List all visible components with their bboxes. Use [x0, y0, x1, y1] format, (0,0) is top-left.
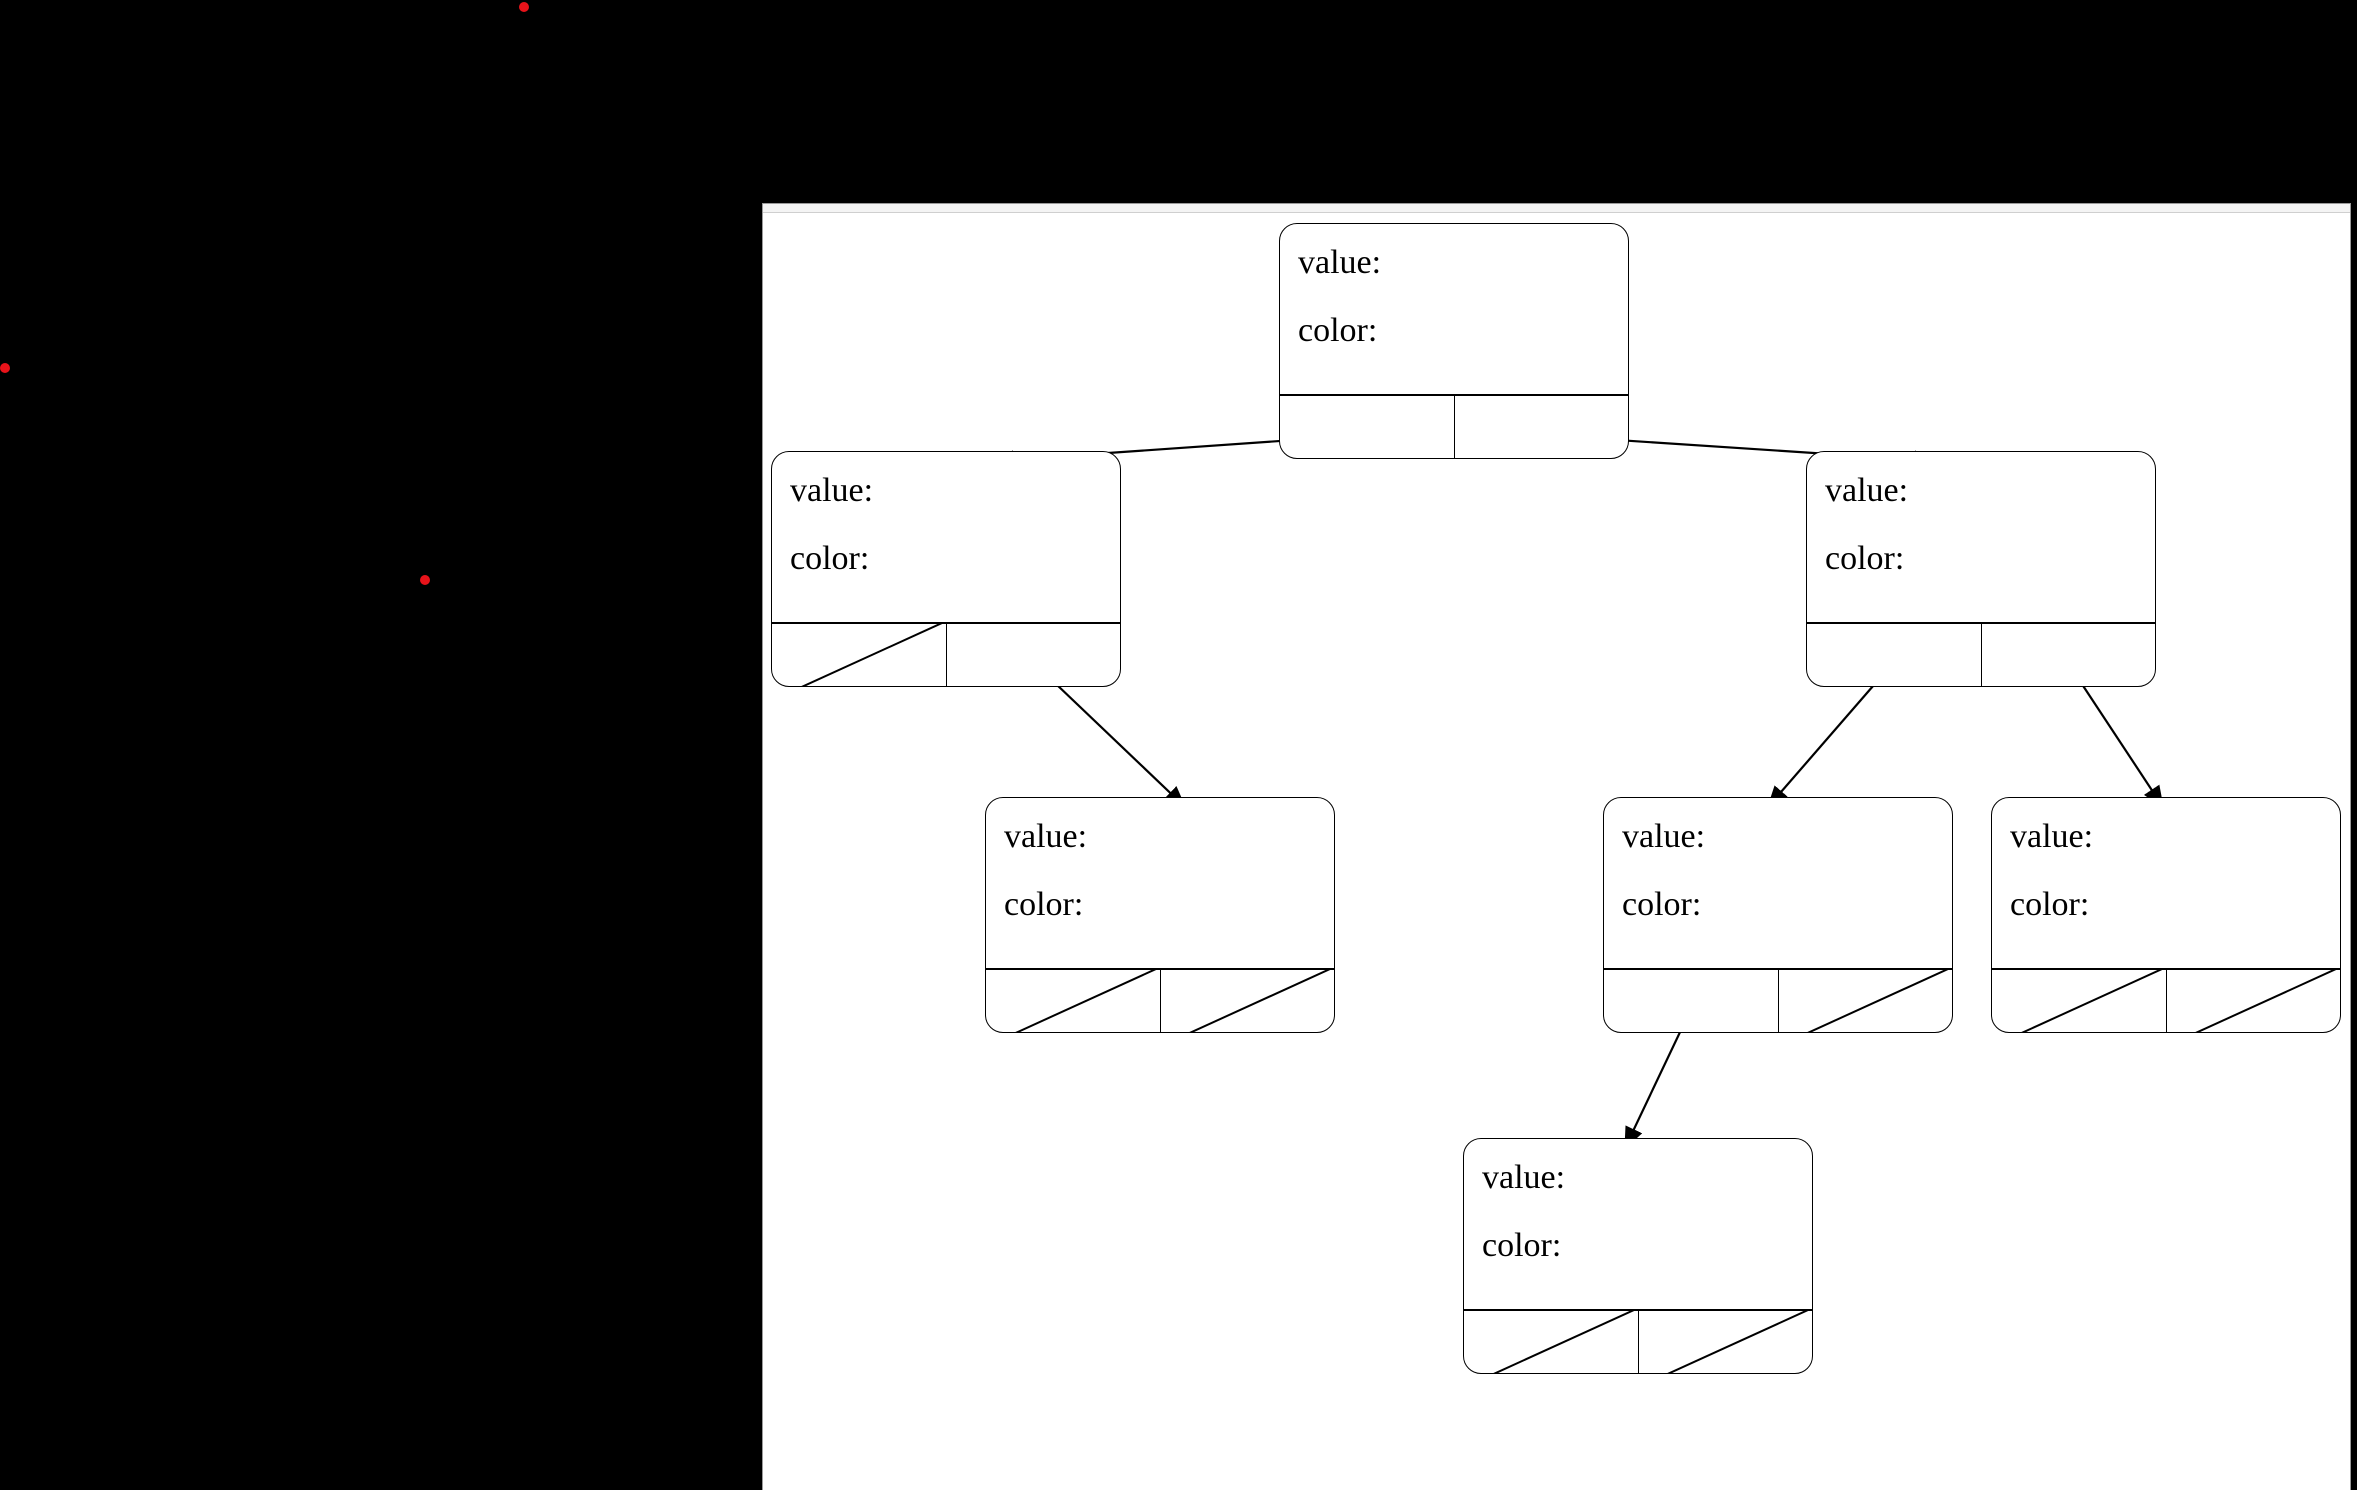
- node-body: value: color:: [1604, 798, 1952, 970]
- node-color-label: color:: [1825, 540, 1905, 577]
- right-pointer-cell[interactable]: [1777, 970, 1953, 1032]
- left-pointer-cell[interactable]: [1280, 396, 1454, 458]
- node-color-label: color:: [1622, 886, 1702, 923]
- node-pointer-row: [1992, 968, 2340, 1032]
- node-color-label: color:: [1298, 312, 1378, 349]
- node-body: value: color:: [986, 798, 1334, 970]
- node-value-label: value:: [1622, 818, 1706, 855]
- tree-node-right-left[interactable]: value: color:: [1603, 797, 1953, 1033]
- node-color-label: color:: [790, 540, 870, 577]
- right-pointer-cell[interactable]: [1980, 624, 2156, 686]
- node-body: value: color:: [1807, 452, 2155, 624]
- node-value-label: value:: [2010, 818, 2094, 855]
- left-pointer-cell[interactable]: [772, 624, 946, 686]
- node-body: value: color:: [1464, 1139, 1812, 1311]
- tree-node-right[interactable]: value: color:: [1806, 451, 2156, 687]
- edge-right-right: [2067, 662, 2164, 809]
- node-pointer-row: [1604, 968, 1952, 1032]
- node-color-label: color:: [1004, 886, 1084, 923]
- tree-node-right-right[interactable]: value: color:: [1991, 797, 2341, 1033]
- tree-node-right-left-left[interactable]: value: color:: [1463, 1138, 1813, 1374]
- right-pointer-cell[interactable]: [945, 624, 1121, 686]
- node-color-label: color:: [2010, 886, 2090, 923]
- marker-dot-middle: [420, 575, 430, 585]
- node-pointer-row: [986, 968, 1334, 1032]
- tree-node-root[interactable]: value: color:: [1279, 223, 1629, 459]
- right-pointer-cell[interactable]: [2165, 970, 2341, 1032]
- diagram-panel[interactable]: value:color:value:color:value:color:valu…: [762, 203, 2351, 1490]
- tree-node-left-right[interactable]: value: color:: [985, 797, 1335, 1033]
- node-value-label: value:: [1825, 472, 1909, 509]
- node-body: value: color:: [1992, 798, 2340, 970]
- right-pointer-cell[interactable]: [1637, 1311, 1813, 1373]
- right-pointer-cell[interactable]: [1159, 970, 1335, 1032]
- node-pointer-row: [1464, 1309, 1812, 1373]
- node-value-label: value:: [1004, 818, 1088, 855]
- node-value-label: value:: [1482, 1159, 1566, 1196]
- left-pointer-cell[interactable]: [1604, 970, 1778, 1032]
- marker-dot-top: [519, 2, 529, 12]
- node-body: value: color:: [1280, 224, 1628, 396]
- node-pointer-row: [772, 622, 1120, 686]
- right-pointer-cell[interactable]: [1453, 396, 1629, 458]
- diagram-canvas[interactable]: value:color:value:color:value:color:valu…: [763, 213, 2350, 1490]
- marker-dot-left: [0, 363, 10, 373]
- left-pointer-cell[interactable]: [986, 970, 1160, 1032]
- node-value-label: value:: [790, 472, 874, 509]
- left-pointer-cell[interactable]: [1807, 624, 1981, 686]
- left-pointer-cell[interactable]: [1992, 970, 2166, 1032]
- node-color-label: color:: [1482, 1227, 1562, 1264]
- node-body: value: color:: [772, 452, 1120, 624]
- node-value-label: value:: [1298, 244, 1382, 281]
- tree-node-left[interactable]: value: color:: [771, 451, 1121, 687]
- node-pointer-row: [1807, 622, 2155, 686]
- edge-left-right: [1033, 662, 1186, 808]
- edge-right-left: [1767, 662, 1894, 808]
- panel-titlebar: [763, 204, 2350, 213]
- left-pointer-cell[interactable]: [1464, 1311, 1638, 1373]
- node-pointer-row: [1280, 394, 1628, 458]
